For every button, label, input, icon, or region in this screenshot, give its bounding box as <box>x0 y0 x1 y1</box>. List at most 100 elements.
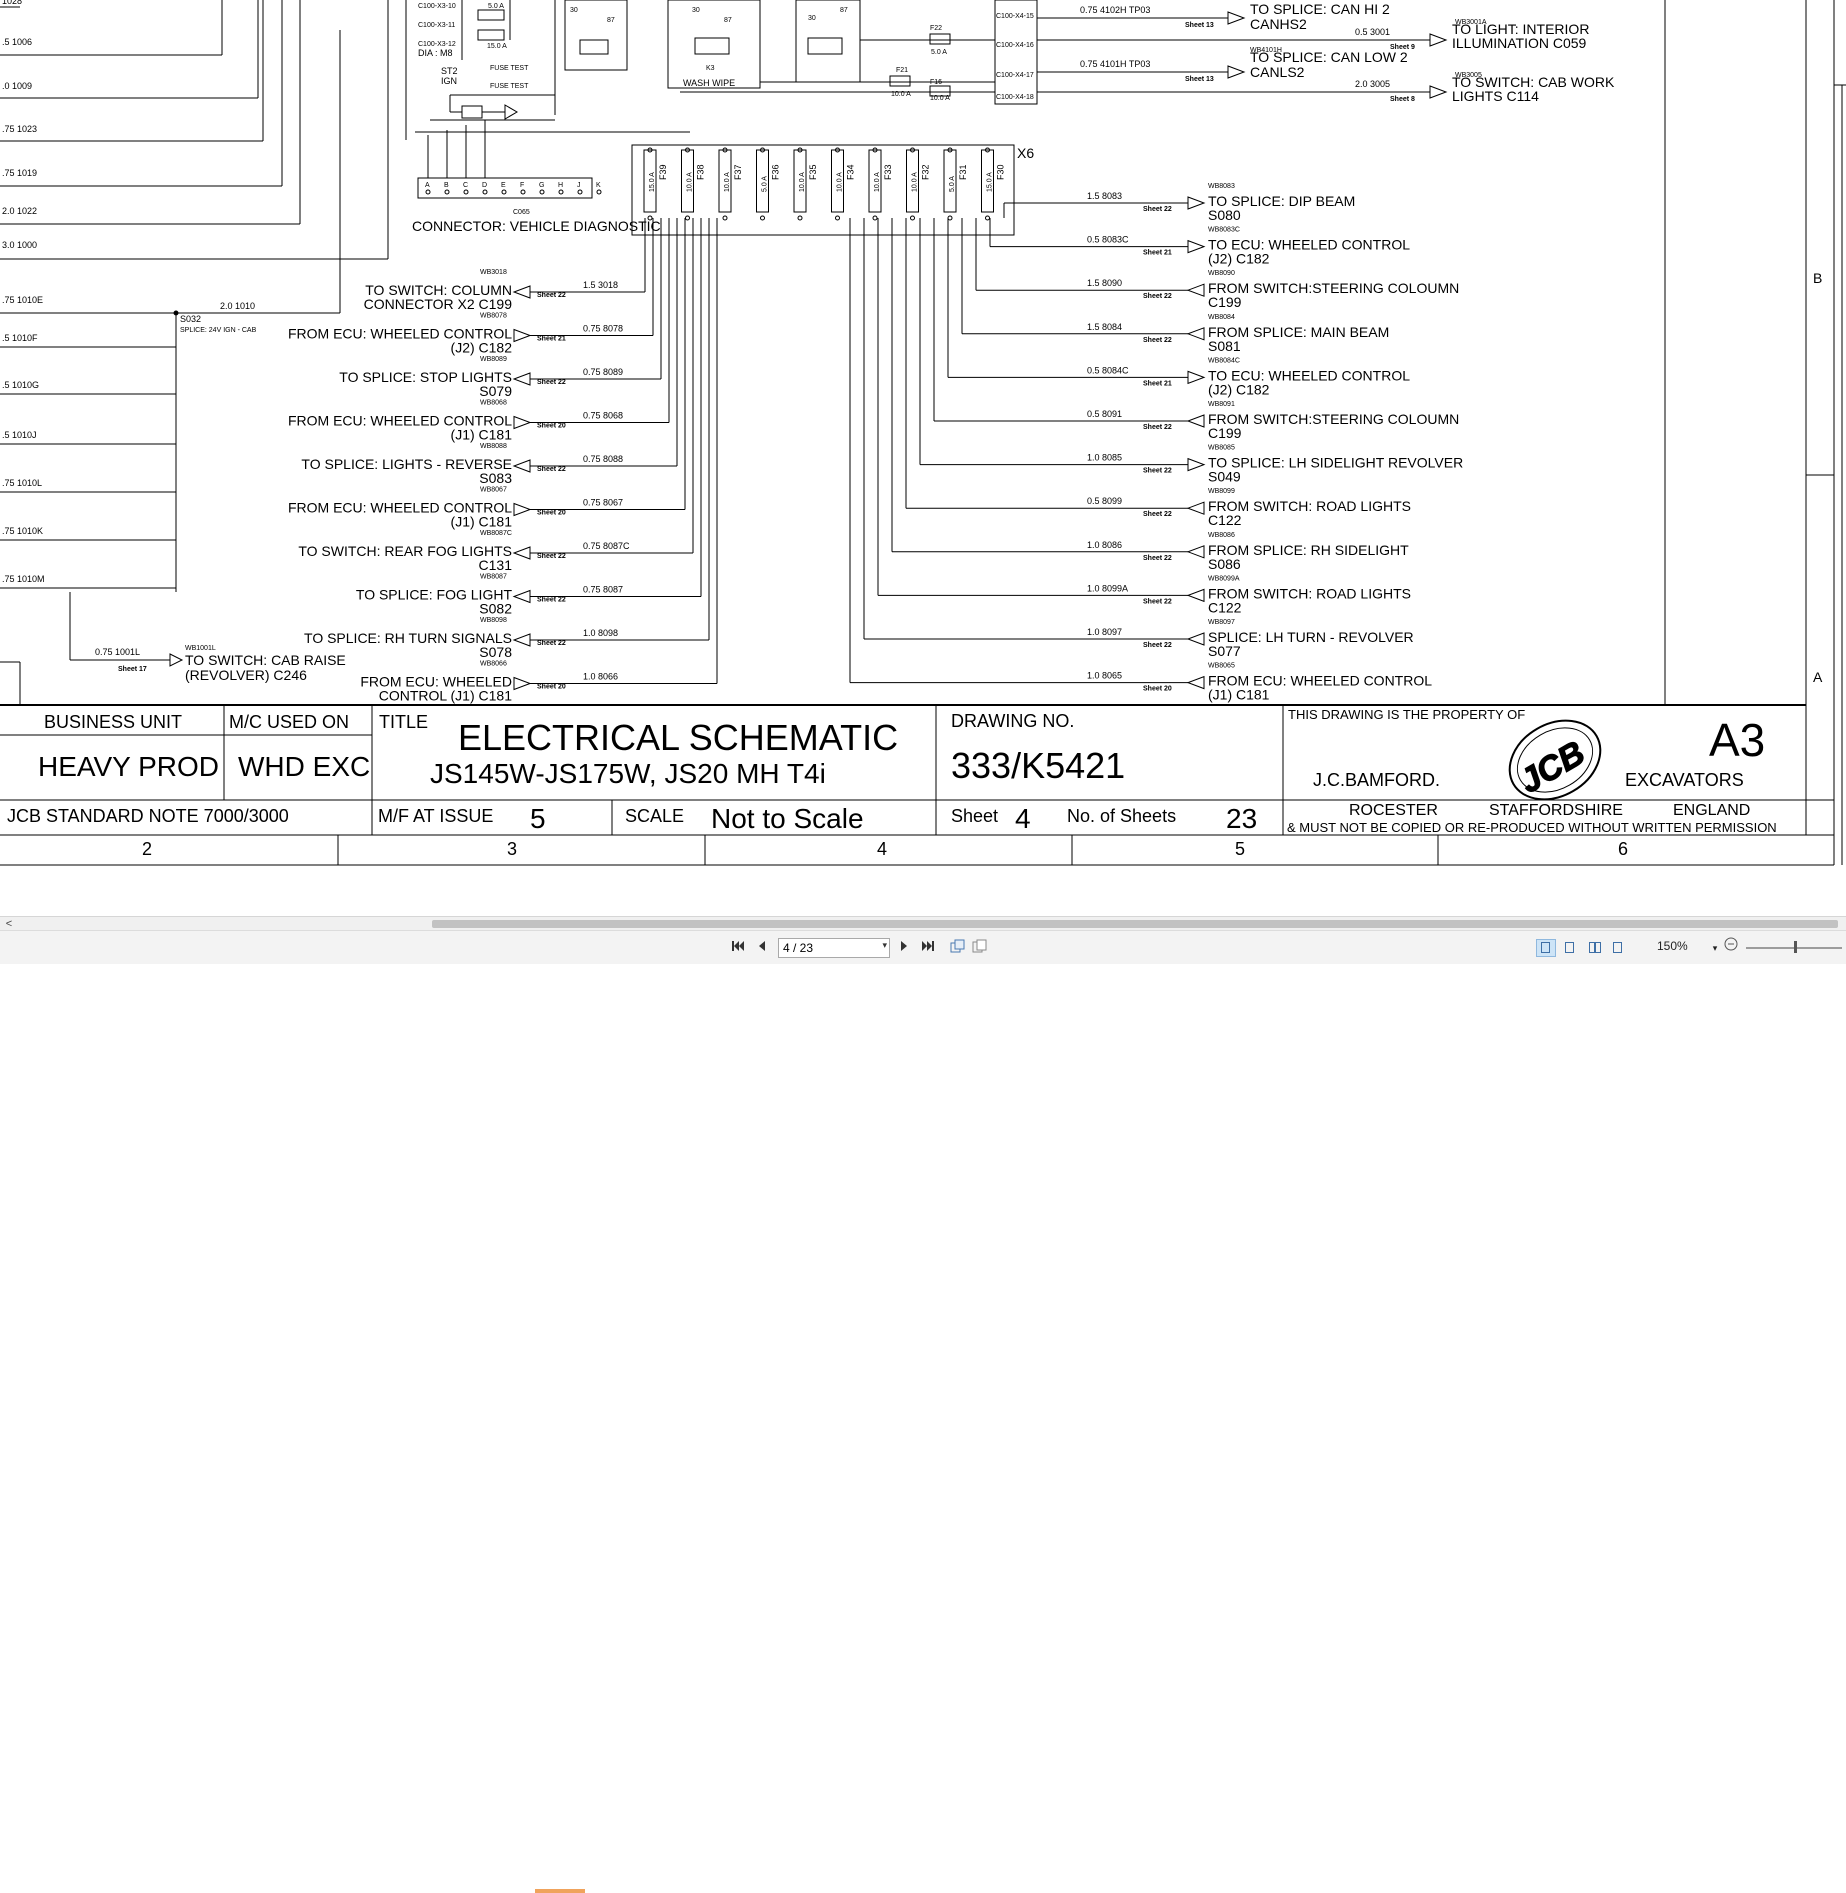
zoom-out-icon[interactable] <box>1724 937 1738 955</box>
wire-ref: WB8098 <box>480 617 507 624</box>
pin-label: C100-X4-16 <box>996 42 1034 49</box>
wire-ref: WB8083 <box>1208 183 1235 190</box>
chevron-down-icon[interactable]: ▾ <box>882 940 887 950</box>
fuse-id: F31 <box>958 164 968 180</box>
connection-label: TO SWITCH: CAB WORK <box>1452 74 1615 90</box>
page-number-field[interactable]: ▾ <box>778 938 890 958</box>
wire-label: 1.5 8083 <box>1087 191 1122 201</box>
diode <box>504 104 518 120</box>
zone-letter: B <box>1813 270 1822 286</box>
fuse-value: 10.0 A <box>874 172 881 192</box>
pin-letter: G <box>539 182 544 189</box>
first-page-icon[interactable] <box>730 939 746 957</box>
scroll-left-icon[interactable]: < <box>5 918 13 930</box>
connector-arrow <box>512 459 531 473</box>
wire-label: 0.75 8078 <box>583 324 623 334</box>
fuse-value: 5.0 A <box>762 176 769 192</box>
pin-letter: B <box>444 182 449 189</box>
two-page-continuous-icon[interactable] <box>1608 939 1628 957</box>
pin-letter: E <box>501 182 506 189</box>
pin-label: C100-X4-18 <box>996 94 1034 101</box>
connection-label: (J2) C182 <box>1208 381 1270 397</box>
fuse-pin <box>910 147 915 153</box>
wire-ref: WB8087C <box>480 530 512 537</box>
sheet-ref: Sheet 21 <box>537 336 566 343</box>
two-page-view-icon[interactable] <box>1584 939 1604 957</box>
fuse-pin <box>985 147 990 153</box>
pin-label: C100-X3-11 <box>418 22 455 29</box>
fuse-value: 15.0 A <box>987 172 994 192</box>
drawing-title: ELECTRICAL SCHEMATIC <box>458 717 898 758</box>
viewer-toolbar: ▾ 150% ▾ <box>0 930 1846 1893</box>
connection-label: FROM SWITCH: ROAD LIGHTS <box>1208 498 1411 514</box>
rotate-icon[interactable] <box>950 939 966 957</box>
sheet-ref: Sheet 22 <box>1143 555 1172 562</box>
zoom-slider-thumb[interactable] <box>1794 941 1797 953</box>
sheet-ref: Sheet 22 <box>1143 642 1172 649</box>
wire-ref: WB8089 <box>480 356 507 363</box>
connection-label: S049 <box>1208 469 1241 485</box>
previous-page-icon[interactable] <box>755 939 769 957</box>
connection-label: ILLUMINATION C059 <box>1452 35 1587 51</box>
zoom-out-icon <box>1724 937 1738 951</box>
scale-label: SCALE <box>625 806 684 826</box>
wire-label: 0.75 8067 <box>583 498 623 508</box>
connection-label: S086 <box>1208 556 1241 572</box>
sheet-ref: Sheet 22 <box>537 597 566 604</box>
wire-ref: WB1001L <box>185 645 216 652</box>
pin-letter: C <box>463 182 468 189</box>
connection-label: TO SWITCH: REAR FOG LIGHTS <box>298 543 512 559</box>
fuse-value: 5.0 A <box>949 176 956 192</box>
continuous-view-icon[interactable] <box>1560 939 1580 957</box>
wire-label: 1.0 8086 <box>1087 540 1122 550</box>
zoom-dropdown-icon[interactable]: ▾ <box>1712 943 1718 953</box>
wire-ref: WB8085 <box>1208 445 1235 452</box>
single-page-view-icon[interactable] <box>1536 939 1556 957</box>
connector-pin <box>482 189 488 195</box>
wire-ref: WB8099 <box>1208 488 1235 495</box>
connector-arrow <box>512 372 531 386</box>
fuse-block-name: X6 <box>1017 145 1034 161</box>
connection-label: S079 <box>479 383 512 399</box>
next-page-icon[interactable] <box>897 939 911 957</box>
connector-pin <box>596 189 602 195</box>
pin-letter: F <box>520 182 524 189</box>
wire-label: 0.75 8087C <box>583 541 630 551</box>
wire-label: .5 1010J <box>2 430 37 440</box>
sheet-ref: Sheet 9 <box>1390 44 1415 51</box>
connection-label: TO SPLICE: CAN HI 2 <box>1250 1 1390 17</box>
wire-label: 0.75 8087 <box>583 585 623 595</box>
wire-label: 0.75 1001L <box>95 647 140 657</box>
splice-desc: SPLICE: 24V IGN - CAB <box>180 327 257 334</box>
fuse-pin <box>872 215 878 221</box>
company-name: J.C.BAMFORD. <box>1313 770 1440 790</box>
connection-label: C122 <box>1208 599 1242 615</box>
wire-ref: WB4101H <box>1250 47 1282 54</box>
switch-label: IGN <box>441 76 457 86</box>
fuse-value: 15.0 A <box>649 172 656 192</box>
location-text: ENGLAND <box>1673 802 1750 819</box>
connection-label: S080 <box>1208 207 1241 223</box>
copy-icon[interactable] <box>972 939 988 957</box>
sheet-ref: Sheet 22 <box>1143 424 1172 431</box>
location-text: ROCESTER <box>1349 802 1438 819</box>
num-sheets-label: No. of Sheets <box>1067 806 1176 826</box>
fuse-id: F22 <box>930 25 942 32</box>
page-number-input[interactable] <box>779 939 875 957</box>
relay-pin: 30 <box>570 7 578 14</box>
connector-arrow <box>1186 675 1205 690</box>
fuse-pin <box>685 147 690 153</box>
scrollbar-thumb[interactable] <box>432 920 1838 928</box>
pin-letter: A <box>425 182 430 189</box>
last-page-icon[interactable] <box>920 939 936 957</box>
connector-arrow <box>1187 239 1206 254</box>
relay-box <box>795 0 861 83</box>
fuse-pin <box>797 147 803 153</box>
sheet-ref: Sheet 22 <box>537 466 566 473</box>
horizontal-scrollbar[interactable]: < <box>0 916 1846 931</box>
connection-label: FROM SPLICE: MAIN BEAM <box>1208 324 1389 340</box>
zoom-level[interactable]: 150% <box>1657 939 1688 953</box>
wire-label: 0.75 8068 <box>583 411 623 421</box>
jcb-logo-text: JCB <box>1513 734 1591 801</box>
wire-label: 1.0 8097 <box>1087 627 1122 637</box>
